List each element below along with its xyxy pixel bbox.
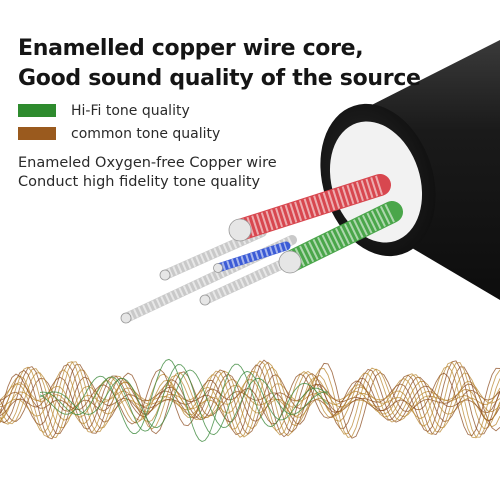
legend-swatch-brown	[18, 127, 56, 140]
description-line-2: Conduct high fidelity tone quality	[18, 174, 261, 190]
headline: Enamelled copper wire core, Good sound q…	[18, 34, 421, 94]
wave-line-green	[39, 358, 329, 443]
headline-line-2: Good sound quality of the source	[18, 66, 421, 91]
wave-line	[0, 360, 500, 438]
legend-item-hifi: Hi-Fi tone quality	[18, 99, 220, 122]
description: Enameled Oxygen-free Copper wire Conduct…	[18, 154, 277, 192]
wire-bundle	[120, 174, 403, 324]
wire-blue	[213, 241, 291, 273]
wave-line	[0, 361, 500, 438]
legend-item-common: common tone quality	[18, 122, 220, 145]
wave-line	[0, 362, 500, 439]
wave-line	[0, 361, 500, 438]
description-line-1: Enameled Oxygen-free Copper wire	[18, 155, 277, 171]
wave-line	[0, 364, 500, 440]
sound-wave	[0, 358, 500, 443]
wire-red	[228, 174, 391, 242]
wave-line	[0, 361, 500, 438]
wave-line-green	[39, 369, 329, 429]
wire-green	[278, 201, 403, 274]
headline-line-1: Enamelled copper wire core,	[18, 36, 364, 61]
wave-line	[0, 367, 500, 437]
legend-swatch-green	[18, 104, 56, 117]
wave-line	[0, 365, 500, 439]
wave-line-green	[39, 364, 329, 436]
legend-label-hifi: Hi-Fi tone quality	[71, 102, 190, 119]
wave-line	[0, 360, 500, 437]
wave-line	[0, 367, 500, 435]
legend-label-common: common tone quality	[71, 125, 221, 142]
legend: Hi-Fi tone quality common tone quality	[18, 99, 220, 145]
wave-line	[0, 359, 500, 436]
